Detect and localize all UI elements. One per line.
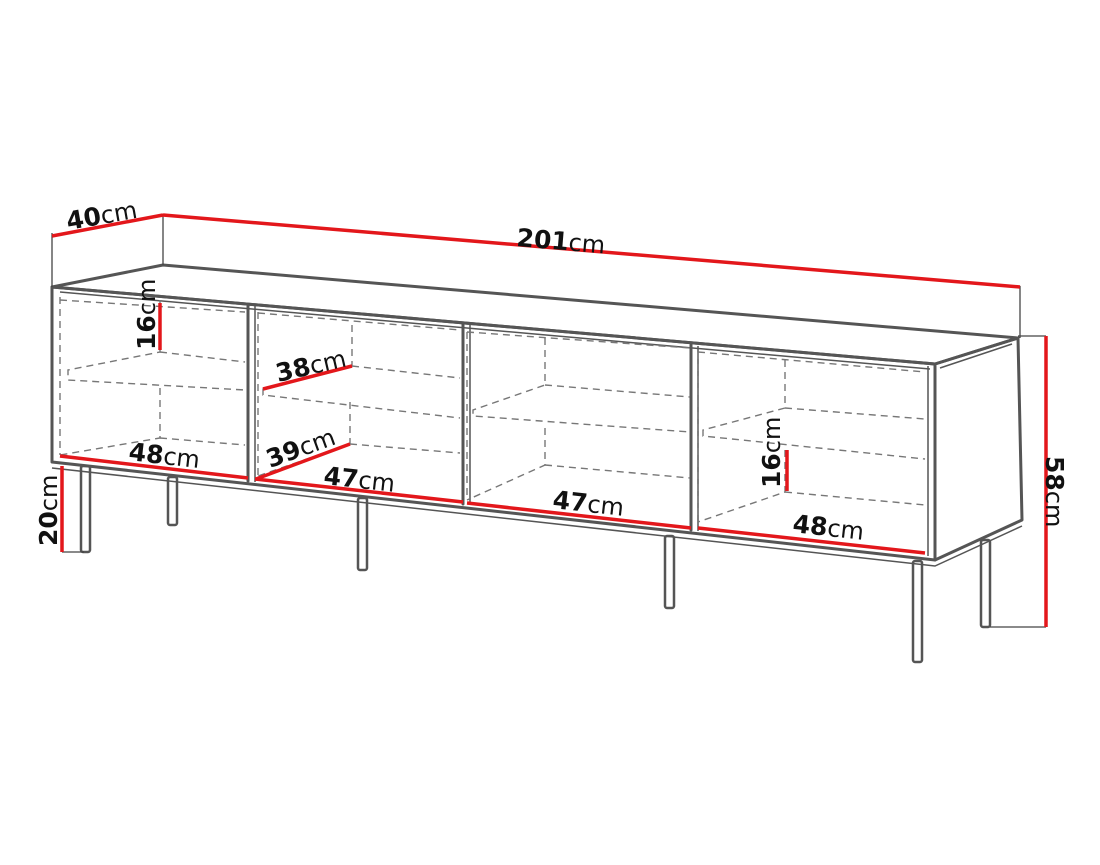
comp1-width-label: 48cm: [127, 437, 201, 474]
dimension-lines: [51, 213, 1048, 627]
comp2-width-label: 47cm: [322, 461, 396, 498]
width-label: 201cm: [515, 223, 606, 259]
cabinet-body: [50, 263, 1024, 567]
leg-front-left: [79, 464, 92, 554]
comp4-shelf-gap-label: 16cm: [757, 417, 786, 488]
comp1-width-line: [59, 454, 249, 480]
height-label: 58cm: [1040, 456, 1069, 527]
comp4-width-line: [697, 526, 926, 555]
labels: 40cm 201cm 58cm 20cm 16cm 48cm 38cm 39cm…: [34, 195, 1069, 546]
depth-label: 40cm: [64, 195, 139, 236]
extension-lines: [51, 214, 1046, 628]
leg-front-right: [911, 559, 924, 664]
comp2-bottom-depth-line: [255, 442, 351, 481]
leg-back-left: [166, 475, 179, 527]
comp3-width-label: 47cm: [551, 485, 625, 522]
hidden-lines: [59, 297, 926, 523]
comp2-shelf-depth-line: [262, 364, 353, 391]
leg-mid-left: [356, 496, 369, 572]
comp3-width-line: [466, 501, 692, 530]
legs: [79, 464, 992, 664]
comp2-width-line: [254, 477, 464, 504]
leg-height-label: 20cm: [34, 475, 63, 546]
leg-back-right: [979, 538, 992, 629]
comp4-width-label: 48cm: [791, 509, 865, 546]
width-dimension-line: [162, 213, 1021, 289]
leg-mid-right: [663, 534, 676, 610]
comp1-shelf-gap-label: 16cm: [132, 279, 161, 350]
depth-dimension-line: [51, 213, 164, 238]
comp2-shelf-depth-label: 38cm: [273, 344, 349, 388]
